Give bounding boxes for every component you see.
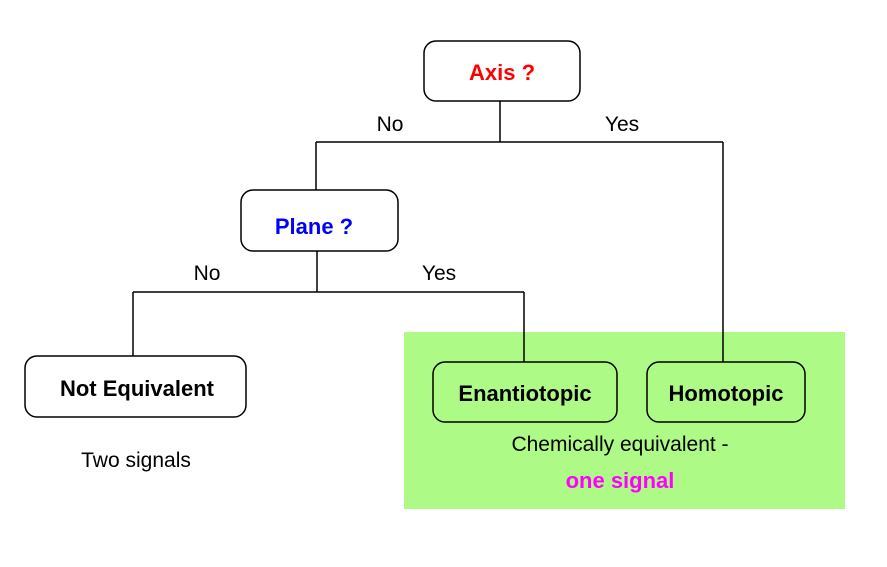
not-equivalent-label: Not Equivalent — [60, 376, 215, 401]
homotopic-label: Homotopic — [669, 381, 784, 406]
node-homotopic: Homotopic — [646, 361, 806, 423]
plane-no-label: No — [194, 262, 221, 285]
axis-yes-label: Yes — [605, 113, 639, 136]
node-axis: Axis ? — [423, 40, 581, 102]
axis-question: Axis ? — [469, 60, 535, 85]
one-signal-note: one signal — [566, 468, 675, 493]
enantiotopic-label: Enantiotopic — [458, 381, 591, 406]
connectors — [132, 101, 724, 362]
node-not-equivalent: Not Equivalent — [24, 355, 247, 418]
two-signals-note: Two signals — [81, 449, 191, 472]
node-plane: Plane ? — [240, 189, 399, 252]
chemically-equivalent-note: Chemically equivalent - — [511, 433, 728, 456]
plane-yes-label: Yes — [422, 262, 456, 285]
plane-question: Plane ? — [275, 214, 353, 239]
node-enantiotopic: Enantiotopic — [432, 361, 618, 423]
axis-no-label: No — [377, 113, 404, 136]
